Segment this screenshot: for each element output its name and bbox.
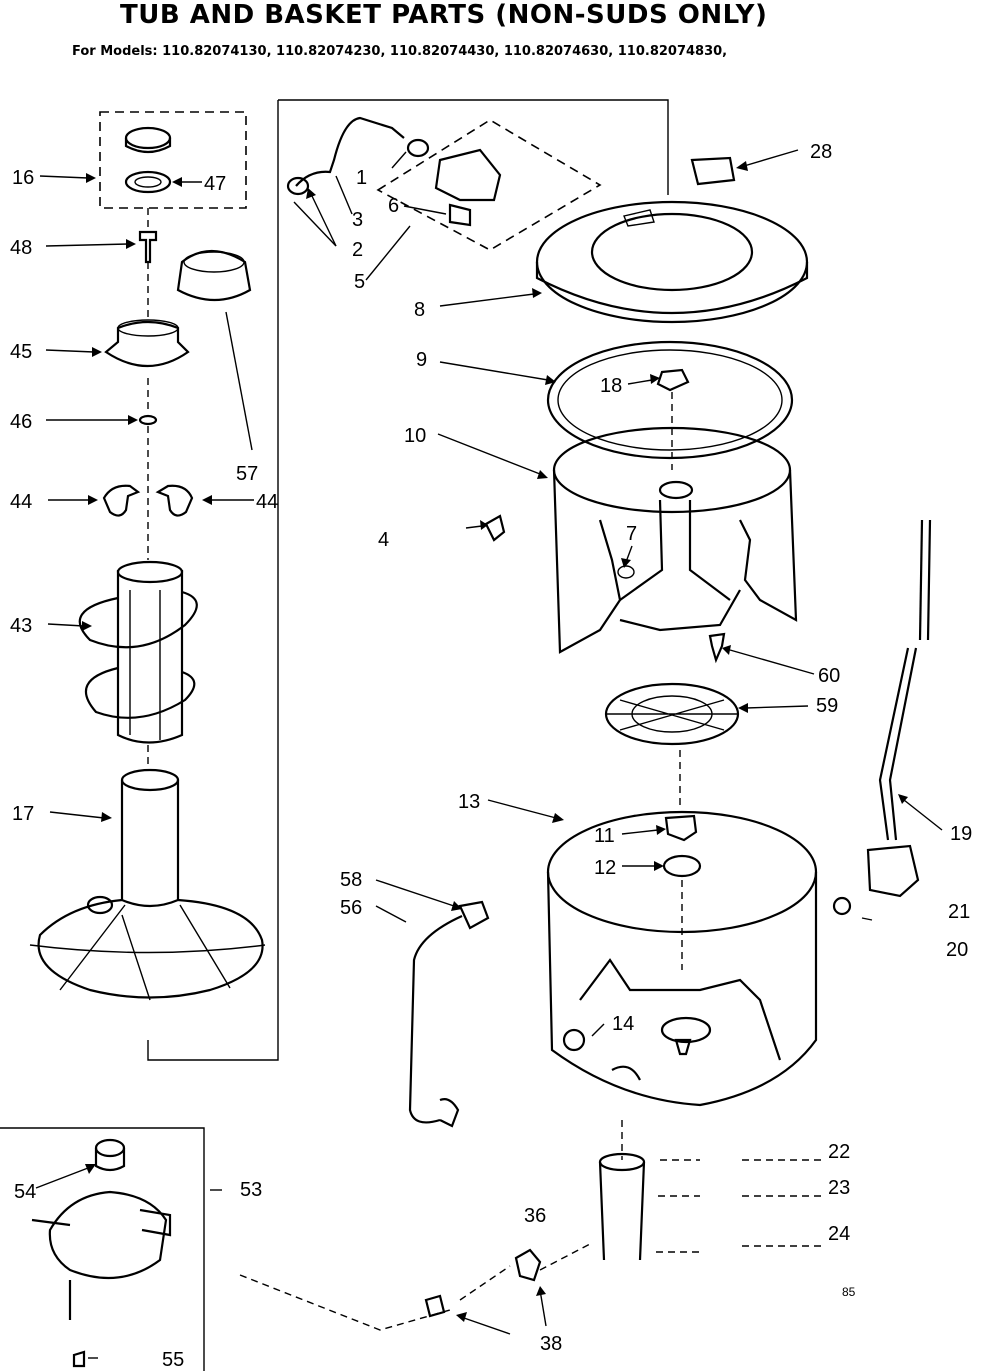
callout-13: 13 <box>458 791 480 813</box>
bearing-12 <box>662 854 702 878</box>
callout-57: 57 <box>236 463 258 485</box>
callout-45: 45 <box>10 341 32 363</box>
callout-22: 22 <box>828 1141 850 1163</box>
page-mark: 85 <box>842 1285 856 1299</box>
callout-60: 60 <box>818 665 840 687</box>
callout-59: 59 <box>816 695 838 717</box>
drain-hose-56 <box>408 900 490 1128</box>
callout-4: 4 <box>378 529 389 551</box>
callout-28: 28 <box>810 141 832 163</box>
callout-24: 24 <box>828 1223 850 1245</box>
clip-4 <box>484 514 506 542</box>
clamp-38 <box>424 1294 446 1318</box>
pressure-hose-19 <box>878 519 932 841</box>
callout-9: 9 <box>416 349 427 371</box>
callout-44-left: 44 <box>10 491 32 513</box>
callout-56: 56 <box>340 897 362 919</box>
callout-38: 38 <box>540 1333 562 1355</box>
callout-43: 43 <box>10 615 32 637</box>
callout-53: 53 <box>240 1179 262 1201</box>
callout-14: 14 <box>612 1013 634 1035</box>
agitator-cap-box <box>99 111 247 209</box>
callout-6: 6 <box>388 195 399 217</box>
callout-54: 54 <box>14 1181 36 1203</box>
diagram-title: TUB AND BASKET PARTS (NON-SUDS ONLY) <box>120 0 768 30</box>
callout-7: 7 <box>626 523 637 545</box>
agitator-bolt <box>138 230 158 264</box>
dog-clips <box>102 484 194 517</box>
agitator-auger <box>78 560 198 744</box>
tub-ring-8 <box>535 200 809 324</box>
pressure-switch-21 <box>832 844 920 916</box>
coupling-11 <box>664 814 698 842</box>
model-list: For Models: 110.82074130, 110.82074230, … <box>72 44 728 59</box>
drive-block-59 <box>604 682 740 746</box>
callout-44-right: 44 <box>256 491 278 513</box>
lid-pad-28 <box>690 156 736 186</box>
callout-17: 17 <box>12 803 34 825</box>
callout-23: 23 <box>828 1177 850 1199</box>
callout-1: 1 <box>356 167 367 189</box>
shaft-22-24 <box>598 1120 646 1261</box>
spin-basket-10 <box>552 426 798 654</box>
agitator-seal-57 <box>176 250 252 301</box>
agitator-cap <box>104 319 190 368</box>
clamp-36 <box>514 1248 542 1282</box>
callout-48: 48 <box>10 237 32 259</box>
outer-tub-13 <box>546 810 818 1107</box>
callout-47: 47 <box>204 173 226 195</box>
callout-20: 20 <box>946 939 968 961</box>
callout-16: 16 <box>12 167 34 189</box>
basket-gasket-9 <box>546 340 794 460</box>
callout-3: 3 <box>352 209 363 231</box>
agitator-group-outline <box>147 99 669 1061</box>
callout-58: 58 <box>340 869 362 891</box>
callout-12: 12 <box>594 857 616 879</box>
callout-19: 19 <box>950 823 972 845</box>
callout-8: 8 <box>414 299 425 321</box>
fill-hose-assembly <box>286 116 602 251</box>
pump-assembly-box <box>0 1127 205 1371</box>
callout-2: 2 <box>352 239 363 261</box>
washer-46 <box>138 414 158 426</box>
callout-18: 18 <box>600 375 622 397</box>
callout-11: 11 <box>594 825 615 847</box>
callout-5: 5 <box>354 271 365 293</box>
nut-18 <box>656 368 690 392</box>
callout-10: 10 <box>404 425 426 447</box>
callout-55: 55 <box>162 1349 184 1371</box>
callout-21: 21 <box>948 901 970 923</box>
callout-46: 46 <box>10 411 32 433</box>
screw-60 <box>708 632 726 664</box>
callout-36: 36 <box>524 1205 546 1227</box>
agitator-base <box>29 768 266 1001</box>
